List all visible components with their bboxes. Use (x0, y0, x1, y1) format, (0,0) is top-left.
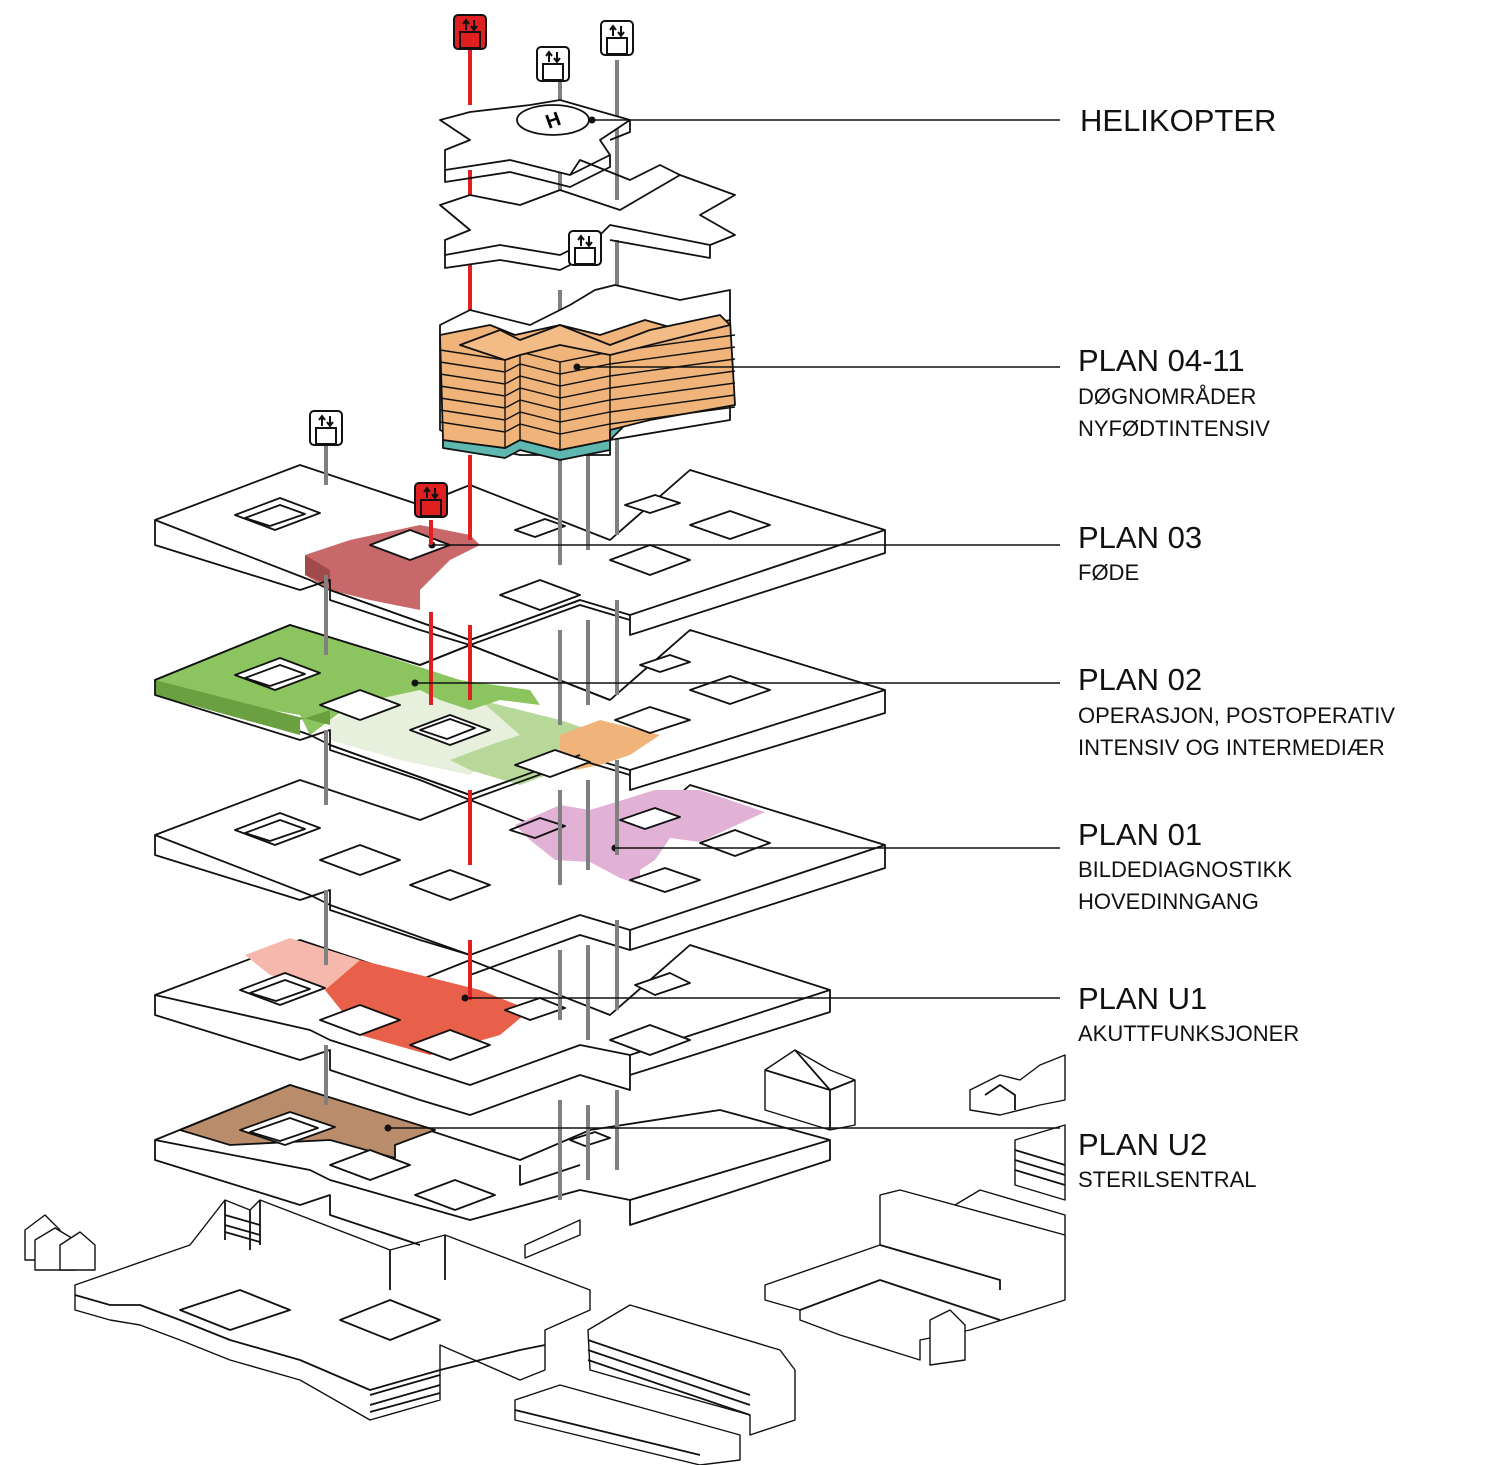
label-plan-03-title: PLAN 03 (1078, 520, 1202, 555)
label-plan-01-line1: BILDEDIAGNOSTIKK (1078, 857, 1292, 882)
elevator-icon (600, 20, 634, 56)
label-helikopter: HELIKOPTER (1080, 103, 1276, 138)
floor-plan-02 (154, 624, 886, 801)
elevator-icon (568, 230, 602, 266)
upper-floors: H (439, 99, 736, 271)
floor-plan-04-11 (439, 284, 736, 461)
label-plan-02-title: PLAN 02 (1078, 662, 1202, 697)
label-plan-u2-title: PLAN U2 (1078, 1127, 1207, 1162)
label-plan-02: PLAN 02 OPERASJON, POSTOPERATIV INTENSIV… (1078, 662, 1395, 760)
elevator-icon (453, 14, 487, 50)
label-plan-04-11-line2: NYFØDTINTENSIV (1078, 416, 1270, 441)
label-plan-04-11-line1: DØGNOMRÅDER (1078, 384, 1256, 409)
label-plan-04-11-title: PLAN 04-11 (1078, 343, 1245, 378)
floor-plan-u1 (154, 938, 831, 1116)
floor-plan-u2 (154, 1084, 831, 1259)
helipad-symbol: H (543, 108, 564, 134)
label-helikopter-title: HELIKOPTER (1080, 103, 1276, 138)
label-plan-01: PLAN 01 BILDEDIAGNOSTIKK HOVEDINNGANG (1078, 817, 1292, 914)
elevator-icon (309, 410, 343, 446)
elevator-icon (414, 482, 448, 518)
floor-plan-03 (154, 464, 886, 646)
label-plan-02-line1: OPERASJON, POSTOPERATIV (1078, 703, 1395, 728)
context-buildings (24, 1049, 1066, 1465)
label-plan-u2-line1: STERILSENTRAL (1078, 1167, 1257, 1192)
label-plan-01-line2: HOVEDINNGANG (1078, 889, 1259, 914)
label-plan-u2: PLAN U2 STERILSENTRAL (1078, 1127, 1257, 1192)
label-plan-01-title: PLAN 01 (1078, 817, 1202, 852)
label-plan-03: PLAN 03 FØDE (1078, 520, 1202, 585)
label-plan-04-11: PLAN 04-11 DØGNOMRÅDER NYFØDTINTENSIV (1078, 343, 1270, 441)
elevator-icon (536, 46, 570, 82)
elevator-shafts (324, 48, 619, 1200)
label-plan-u1: PLAN U1 AKUTTFUNKSJONER (1078, 981, 1299, 1046)
label-plan-03-line1: FØDE (1078, 560, 1139, 585)
leader-lines (388, 119, 1060, 1129)
label-plan-u1-title: PLAN U1 (1078, 981, 1207, 1016)
label-plan-u1-line1: AKUTTFUNKSJONER (1078, 1021, 1299, 1046)
floor-plan-01 (154, 779, 886, 976)
label-plan-02-line2: INTENSIV OG INTERMEDIÆR (1078, 735, 1385, 760)
